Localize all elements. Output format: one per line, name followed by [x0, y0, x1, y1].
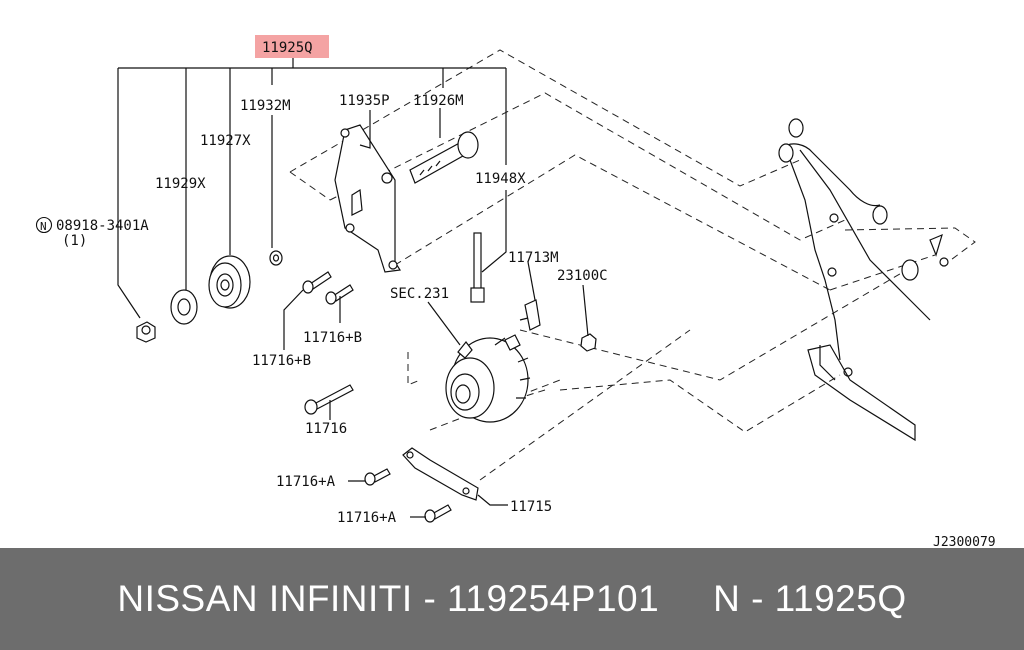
label-ref-code: J2300079 — [933, 535, 996, 548]
label-11716B-2: 11716+B — [252, 353, 311, 369]
label-11925Q: 11925Q — [262, 40, 313, 56]
bushing-icon — [778, 143, 794, 163]
engine-mount-bracket — [778, 118, 949, 442]
label-11715: 11715 — [510, 499, 552, 515]
label-11926M: 11926M — [413, 93, 464, 109]
parts-diagram: 11925Q 11932M 11935P 11926M 11927X 11929… — [35, 35, 996, 550]
bolt-11716B — [302, 271, 354, 305]
label-11716B-1: 11716+B — [303, 330, 362, 346]
footer-banner: NISSAN INFINITI - 119254P101 N - 11925Q — [0, 548, 1024, 650]
label-11927X: 11927X — [200, 133, 251, 149]
label-08918-qty: (1) — [62, 233, 87, 249]
bolt-11716A — [364, 468, 452, 523]
label-11948X: 11948X — [475, 171, 526, 187]
bolt-11716 — [304, 384, 354, 415]
label-11932M: 11932M — [240, 98, 291, 114]
label-23100C: 23100C — [557, 268, 608, 284]
label-11929X: 11929X — [155, 176, 206, 192]
bolt-11926M — [409, 131, 479, 184]
adjust-bar-11715 — [402, 447, 479, 501]
leader-lines — [283, 261, 589, 518]
n-symbol-icon — [35, 216, 53, 234]
label-sec231: SEC.231 — [390, 286, 449, 302]
bolt-11948X — [470, 232, 485, 303]
label-11713M: 11713M — [508, 250, 559, 266]
idler-pulley-11927X — [208, 255, 251, 309]
label-11716A-2: 11716+A — [337, 510, 397, 526]
label-n-symbol: N — [40, 220, 47, 233]
label-11935P: 11935P — [339, 93, 390, 109]
label-11716: 11716 — [305, 421, 347, 437]
engine-outline — [289, 49, 976, 481]
group-bracket — [117, 58, 507, 319]
nut-08918-3401A — [136, 321, 156, 343]
nut-23100C — [580, 333, 597, 352]
spacer-11929X — [170, 289, 198, 325]
label-11716A-1: 11716+A — [276, 474, 336, 490]
bracket-11935P — [334, 124, 402, 273]
alternator-sec231 — [445, 334, 531, 423]
label-08918-3401A: 08918-3401A — [56, 218, 149, 234]
clip-11713M — [519, 299, 541, 331]
highlight-box — [255, 35, 329, 58]
footer-part-number: NISSAN INFINITI - 119254P101 N - 11925Q — [117, 578, 907, 619]
washer-11932M — [269, 250, 283, 266]
